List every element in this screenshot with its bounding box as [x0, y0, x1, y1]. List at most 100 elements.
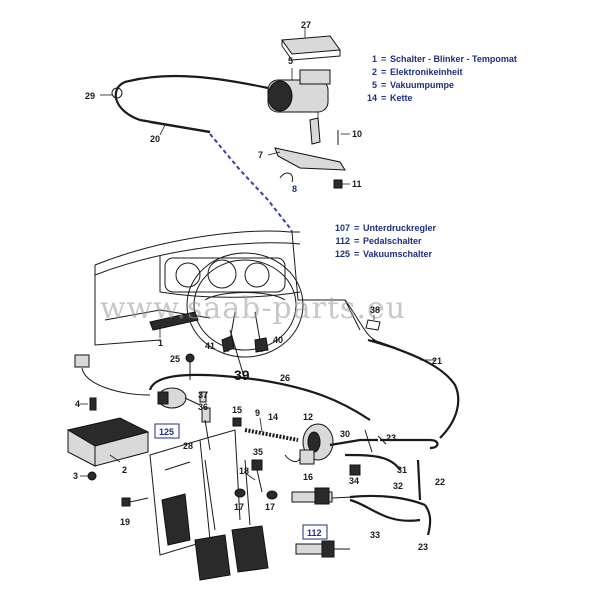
- callout-22: 22: [435, 477, 445, 487]
- legend-top-sep-3: =: [381, 93, 386, 103]
- callout-2: 2: [122, 465, 127, 475]
- dashboard-outline: [94, 230, 361, 346]
- callout-1: 1: [158, 338, 163, 348]
- callout-numbers: 27 5 29 20 10 7 8 11 38 1 41 40 39 25 21…: [73, 20, 445, 552]
- callout-26: 26: [280, 373, 290, 383]
- callout-25: 25: [170, 354, 180, 364]
- callout-32: 32: [393, 481, 403, 491]
- callout-11: 11: [352, 179, 362, 189]
- legend-top: 1 = Schalter - Blinker - Tempomat 2 = El…: [367, 54, 517, 103]
- boxed-callout-112: 112: [302, 524, 328, 540]
- hose-26: [148, 373, 371, 421]
- callout-41: 41: [205, 341, 215, 351]
- callout-10: 10: [352, 129, 362, 139]
- nipple-23a: [377, 435, 387, 445]
- callout-23b: 23: [418, 542, 428, 552]
- callout-23a: 23: [386, 433, 396, 443]
- legend-top-sep-2: =: [381, 80, 386, 90]
- regulator-35: [251, 459, 263, 493]
- legend-top-sep-0: =: [381, 54, 386, 64]
- callout-17b: 17: [265, 502, 275, 512]
- hose-33: [349, 498, 421, 522]
- legend-mid-num-2: 125: [335, 249, 350, 259]
- legend-top-num-3: 14: [367, 93, 377, 103]
- cruise-control-switch-stalk: [149, 311, 199, 338]
- legend-top-num-0: 1: [372, 54, 377, 64]
- legend-mid-num-1: 112: [335, 236, 350, 246]
- hose-22: [416, 459, 422, 501]
- clip-29: [100, 87, 123, 99]
- legend-top-name-0: Schalter - Blinker - Tempomat: [390, 54, 517, 64]
- legend-top-name-3: Kette: [390, 93, 413, 103]
- pedal-switch-34: [291, 487, 353, 505]
- connector-plug: [74, 354, 151, 396]
- callout-3: 3: [73, 471, 78, 481]
- callout-38: 38: [370, 305, 380, 315]
- callout-21: 21: [432, 356, 442, 366]
- clip-18: [243, 471, 256, 481]
- boxed-callout-125: 125: [154, 423, 180, 439]
- hose-30: [329, 438, 378, 447]
- callout-17a: 17: [234, 502, 244, 512]
- callout-7: 7: [258, 150, 263, 160]
- callout-4: 4: [75, 399, 80, 409]
- bolt-25: [185, 353, 195, 380]
- legend-top-sep-1: =: [381, 67, 386, 77]
- legend-top-name-2: Vakuumpumpe: [390, 80, 454, 90]
- callout-5: 5: [288, 56, 293, 66]
- clip-8: [279, 172, 294, 183]
- callout-8: 8: [292, 184, 297, 194]
- electronic-unit-2: [66, 417, 150, 467]
- cable-vacuum-line: [209, 133, 293, 233]
- callout-12: 12: [303, 412, 313, 422]
- nut-17a: [234, 488, 246, 498]
- callout-18: 18: [239, 466, 249, 476]
- bracket-7: [267, 112, 346, 171]
- callout-27: 27: [301, 20, 311, 30]
- clip-40: [254, 337, 269, 353]
- clip-41: [221, 335, 235, 353]
- nut-17b: [266, 490, 278, 500]
- electronics-module-27: [281, 28, 341, 61]
- hose-23a: [380, 438, 439, 450]
- callout-28: 28: [183, 441, 193, 451]
- callout-20: 20: [150, 134, 160, 144]
- pedal-assembly: [149, 429, 269, 581]
- legend-mid-name-1: Pedalschalter: [363, 236, 422, 246]
- legend-mid-name-2: Vakuumschalter: [363, 249, 433, 259]
- boxed-125-label: 125: [159, 427, 174, 437]
- screw-19: [121, 497, 149, 507]
- legend-top-num-2: 5: [372, 80, 377, 90]
- callout-36: 36: [198, 402, 208, 412]
- vacuum-switch-125: [157, 387, 201, 409]
- callout-9: 9: [255, 408, 260, 418]
- legend-top-num-1: 2: [372, 67, 377, 77]
- bracket-38: [365, 315, 381, 331]
- boxed-112-label: 112: [307, 528, 322, 538]
- callout-33: 33: [370, 530, 380, 540]
- screw-4: [80, 397, 97, 411]
- legend-mid-name-0: Unterdruckregler: [363, 223, 437, 233]
- watermark-text: www.saab-parts.eu: [100, 291, 406, 326]
- hose-32: [349, 494, 426, 507]
- callout-39: 39: [234, 367, 250, 383]
- t-connector: [364, 429, 373, 453]
- callout-14: 14: [268, 412, 278, 422]
- legend-mid: 107 = Unterdruckregler 112 = Pedalschalt…: [335, 223, 437, 259]
- callout-31: 31: [397, 465, 407, 475]
- legend-mid-sep-0: =: [354, 223, 359, 233]
- hose-23b: [424, 504, 432, 536]
- callout-29: 29: [85, 91, 95, 101]
- callout-15: 15: [232, 405, 242, 415]
- bolt-10: [337, 130, 350, 145]
- switch-36-37: [199, 391, 211, 451]
- callout-30: 30: [340, 429, 350, 439]
- screw-3: [80, 471, 97, 481]
- hose-31: [344, 453, 401, 471]
- check-valve: [349, 464, 361, 476]
- legend-top-name-1: Elektronikeinheit: [390, 67, 463, 77]
- callout-34: 34: [349, 476, 359, 486]
- vacuum-actuator-12: [299, 423, 334, 465]
- callout-37: 37: [198, 390, 208, 400]
- bracket-15: [232, 417, 242, 427]
